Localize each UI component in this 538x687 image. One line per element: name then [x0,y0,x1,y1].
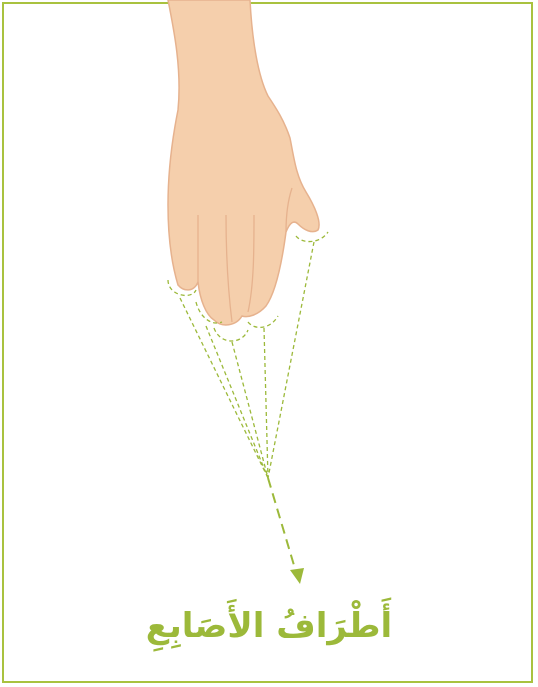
fingertips-caption: أَطْرَافُ الأَصَابِعِ [0,596,538,656]
hand-icon [168,0,319,325]
pointer-arrow-icon [268,478,304,584]
